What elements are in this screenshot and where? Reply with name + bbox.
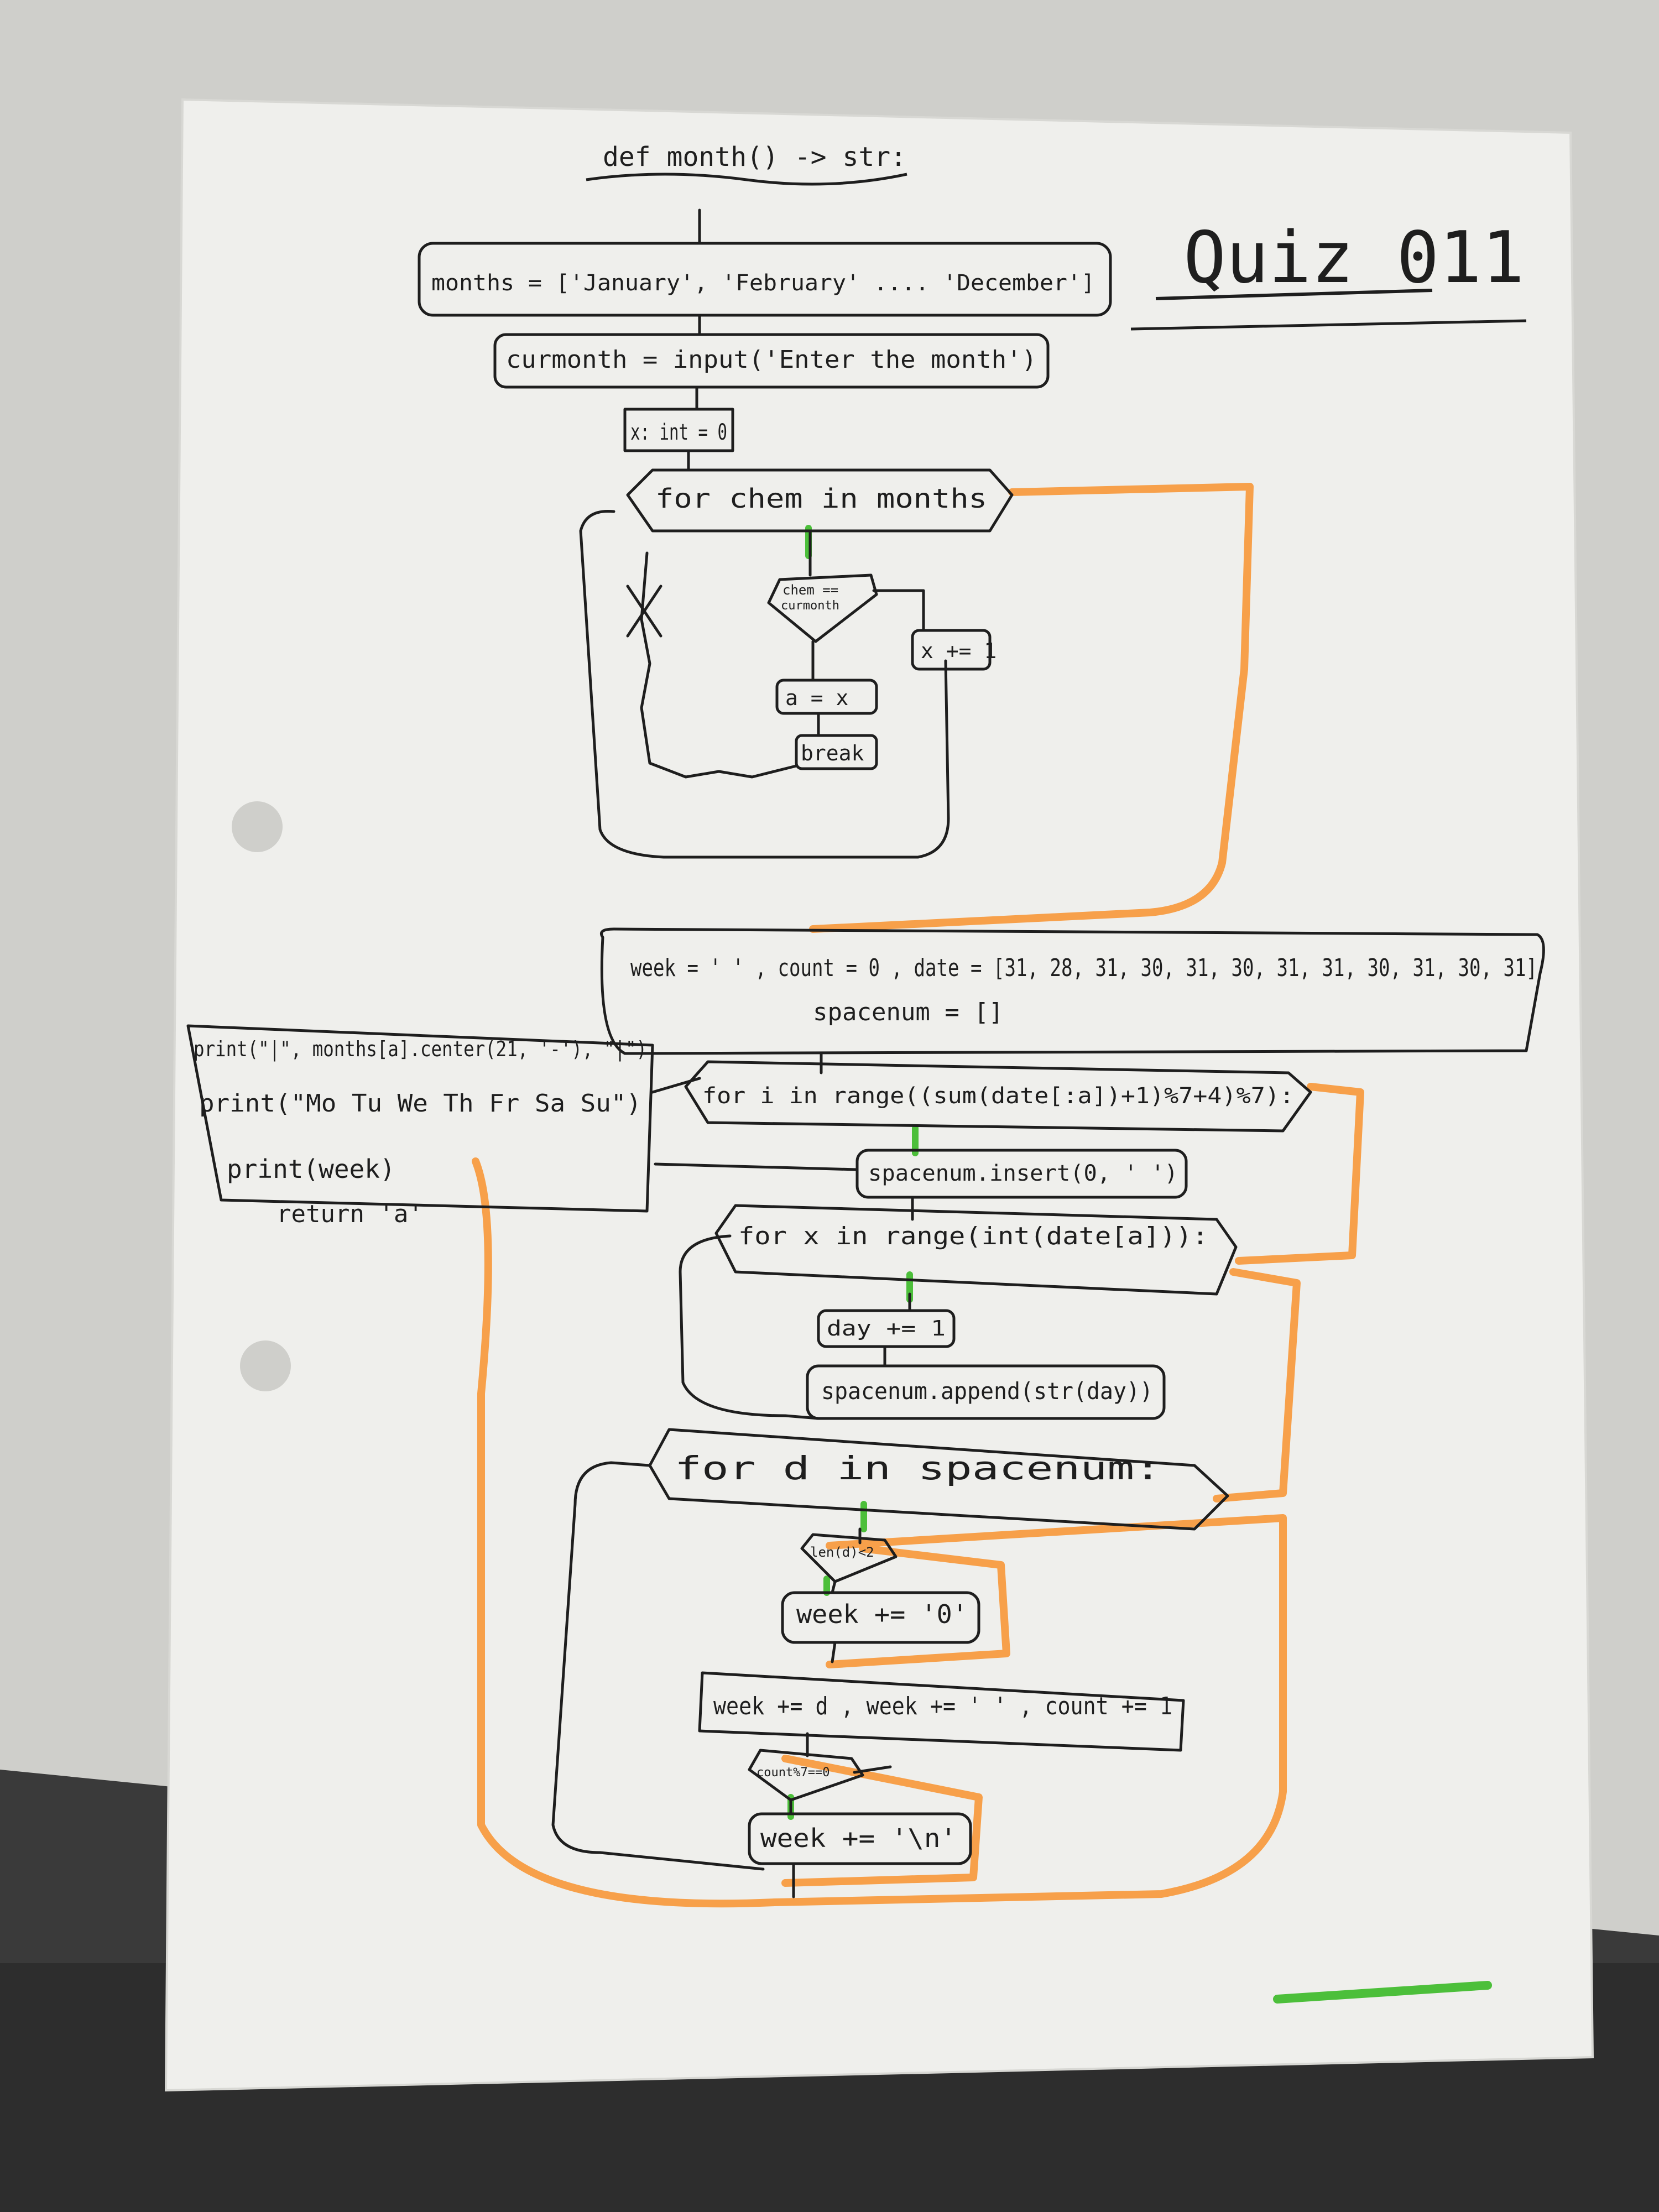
box-break	[795, 734, 878, 770]
text-week-newline: week += '\n'	[760, 1823, 957, 1853]
text-init-line1: week = ' ' , count = 0 , date = [31, 28,…	[630, 954, 1537, 982]
arrow-count-false	[853, 1765, 892, 1774]
box-init	[600, 927, 1545, 1055]
text-for-range: for i in range((sum(date[:a])+1)%7+4)%7)…	[702, 1083, 1294, 1109]
hex-for-spacenum	[648, 1428, 1229, 1531]
text-cond-equal-line1: chem ==	[782, 582, 838, 598]
orange-path-exit-for-spacenum	[472, 1157, 1287, 1908]
text-return: return 'a'	[276, 1200, 423, 1228]
box-spacenum-insert	[855, 1149, 1188, 1199]
box-week-newline	[748, 1812, 972, 1865]
box-week-zero	[781, 1591, 980, 1644]
text-cond-len: len(d)<2	[810, 1545, 874, 1560]
loop-back-for-days	[679, 1234, 820, 1420]
loop-back-for-months	[579, 509, 950, 859]
diamond-cond-equal	[767, 573, 878, 643]
orange-path-loop-range	[1235, 1083, 1364, 1265]
orange-path-exit-for-months	[809, 483, 1254, 933]
arrow-zero-to-week-add	[831, 1641, 837, 1663]
text-break: break	[801, 741, 864, 765]
orange-path-count-branch	[781, 1755, 983, 1887]
text-for-days: for x in range(int(date[a])):	[738, 1222, 1208, 1250]
diamond-count	[748, 1749, 864, 1802]
orange-path-len-branch	[826, 1545, 1010, 1668]
text-for-months: for chem in months	[655, 483, 987, 514]
orange-path-loop-days	[1213, 1268, 1301, 1503]
box-months-list	[418, 242, 1112, 317]
box-spacenum-append	[806, 1364, 1166, 1420]
flowchart-shapes	[186, 208, 1545, 1898]
orange-highlights	[472, 483, 1364, 1908]
hex-for-days	[714, 1204, 1238, 1296]
box-print	[186, 1024, 654, 1213]
title-underline-1	[1155, 289, 1433, 300]
text-curmonth-input: curmonth = input('Enter the month')	[506, 346, 1037, 374]
text-spacenum-append: spacenum.append(str(day))	[821, 1378, 1153, 1405]
text-init-line2: spacenum = []	[813, 998, 1003, 1026]
text-print-line3: print(week)	[227, 1154, 395, 1184]
function-header: def month() -> str:	[603, 142, 906, 173]
title-underline-2	[1130, 319, 1527, 331]
quiz-title: Quiz 011	[1183, 217, 1525, 299]
punch-hole-bottom	[240, 1340, 291, 1391]
box-week-add	[698, 1671, 1185, 1752]
punch-hole-top	[232, 801, 283, 852]
text-spacenum-insert: spacenum.insert(0, ' ')	[868, 1161, 1178, 1186]
hex-for-months	[626, 468, 1014, 533]
diamond-len	[800, 1533, 898, 1583]
text-for-spacenum: for d in spacenum:	[675, 1449, 1161, 1487]
text-x-increment: x += 1	[921, 639, 997, 663]
arrow-len-to-zero	[831, 1580, 837, 1594]
crossed-out-path	[640, 551, 798, 779]
cross-mark	[626, 585, 662, 638]
text-day-increment: day += 1	[827, 1316, 946, 1340]
text-week-zero: week += '0'	[796, 1599, 968, 1629]
green-stroke-bottom	[1273, 1981, 1492, 2004]
text-x-init: x: int = 0	[630, 420, 727, 445]
text-week-add: week += d , week += ' ' , count += 1	[713, 1692, 1172, 1720]
text-months-list: months = ['January', 'February' .... 'De…	[431, 270, 1095, 296]
paper-sheet	[164, 98, 1594, 2092]
text-cond-count: count%7==0	[757, 1766, 830, 1780]
arrow-cond-to-increment	[872, 589, 925, 632]
box-a-assign	[775, 679, 878, 715]
header-underline	[586, 173, 907, 186]
text-print-line2: print("Mo Tu We Th Fr Sa Su")	[199, 1089, 641, 1118]
text-a-assign: a = x	[785, 686, 848, 710]
box-x-increment	[911, 629, 992, 671]
hex-for-range	[684, 1060, 1312, 1133]
box-x-init	[623, 408, 734, 452]
box-curmonth-input	[493, 333, 1050, 389]
loop-back-for-range	[654, 1162, 859, 1171]
text-print-line1: print("|", months[a].center(21, '-'), "|…	[194, 1037, 647, 1062]
loop-back-for-spacenum	[551, 1461, 765, 1871]
text-cond-equal-line2: curmonth	[781, 599, 839, 613]
